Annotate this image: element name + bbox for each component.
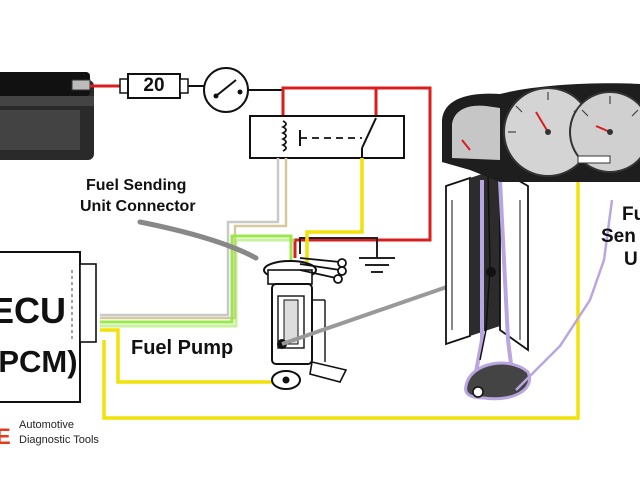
- sending-unit-label-line1: Fu: [622, 204, 640, 225]
- sending-unit-icon: [445, 168, 532, 401]
- battery-icon: [0, 72, 94, 160]
- pcm-label: (PCM): [0, 344, 78, 379]
- relay-icon: [249, 115, 405, 159]
- relay-coil-wires: [100, 158, 288, 320]
- sending-unit-label-line2: Sen: [601, 226, 636, 247]
- power-wires: [281, 86, 432, 258]
- brand-line2: Diagnostic Tools: [19, 434, 99, 446]
- fuse-rating-label: 20: [143, 75, 165, 96]
- ecu-label: ECU: [0, 290, 67, 331]
- connector-pointer: [137, 219, 259, 261]
- sending-unit-label-line3: U: [624, 249, 638, 270]
- sensor-wire: [100, 234, 293, 324]
- ground-symbol-icon: [299, 237, 395, 273]
- float-arm-wire: [515, 199, 614, 391]
- fuel-pump-assembly-icon: [263, 257, 348, 390]
- sending-unit-connector-label-line2: Unit Connector: [80, 198, 196, 215]
- sending-unit-connector-label-line1: Fuel Sending: [86, 177, 187, 194]
- fuel-pump-label: Fuel Pump: [131, 337, 234, 359]
- switch-icon: [203, 67, 283, 113]
- fuse-icon: [90, 73, 205, 99]
- signal-wires: [100, 158, 580, 420]
- instrument-cluster-icon: [442, 83, 640, 182]
- ecu-module-icon: [0, 251, 97, 403]
- brand-line1: Automotive: [19, 419, 75, 431]
- brand-logo-icon: E: [0, 424, 11, 449]
- svg-text:E: E: [0, 424, 11, 449]
